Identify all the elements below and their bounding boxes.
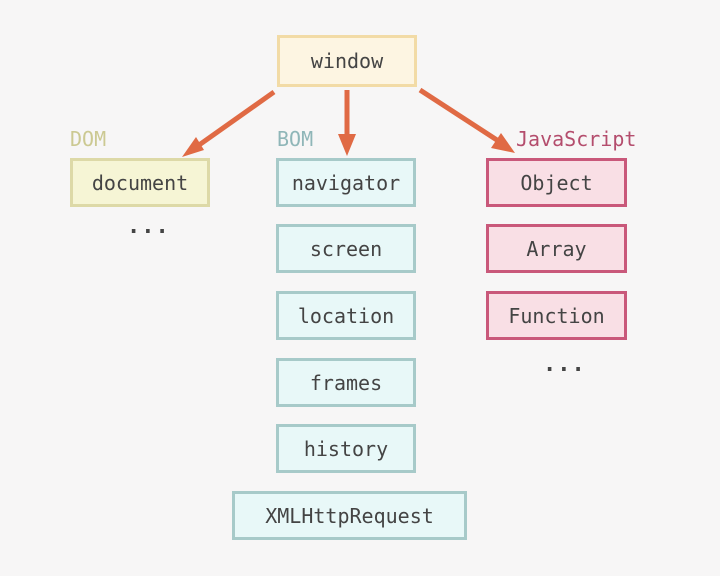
- javascript-item-label: Array: [526, 236, 587, 261]
- window-label: window: [310, 49, 384, 73]
- bom-item-label: screen: [309, 236, 383, 261]
- bom-item-label: XMLHttpRequest: [265, 503, 434, 528]
- javascript-item-label: Function: [508, 303, 605, 328]
- arrowhead-bom: [338, 134, 356, 156]
- bom-item-frames: frames: [276, 358, 416, 407]
- javascript-group-label: JavaScript: [516, 127, 637, 151]
- bom-item-label: frames: [309, 370, 383, 395]
- dom-group-label: DOM: [70, 127, 107, 151]
- bom-item-label: location: [297, 303, 395, 328]
- bom-item-label: navigator: [291, 170, 401, 195]
- dom-item-label: document: [91, 170, 189, 195]
- javascript-item-object: Object: [486, 158, 627, 207]
- dom-ellipsis: ...: [127, 214, 170, 239]
- javascript-item-array: Array: [486, 224, 627, 273]
- dom-item-document: document: [70, 158, 210, 207]
- javascript-item-function: Function: [486, 291, 627, 340]
- arrow-to-dom: [190, 89, 276, 153]
- arrowhead-dom: [182, 137, 204, 157]
- javascript-item-label: Object: [520, 170, 593, 195]
- bom-item-xmlhttprequest: XMLHttpRequest: [232, 491, 467, 540]
- arrowhead-javascript: [491, 133, 515, 153]
- bom-item-location: location: [276, 291, 416, 340]
- bom-item-label: history: [303, 436, 389, 461]
- bom-group-label: BOM: [277, 127, 314, 151]
- window-box: window: [277, 35, 417, 87]
- arrow-to-javascript: [418, 87, 502, 145]
- javascript-ellipsis: ...: [543, 352, 586, 377]
- bom-item-screen: screen: [276, 224, 416, 273]
- bom-item-navigator: navigator: [276, 158, 416, 207]
- bom-item-history: history: [276, 424, 416, 473]
